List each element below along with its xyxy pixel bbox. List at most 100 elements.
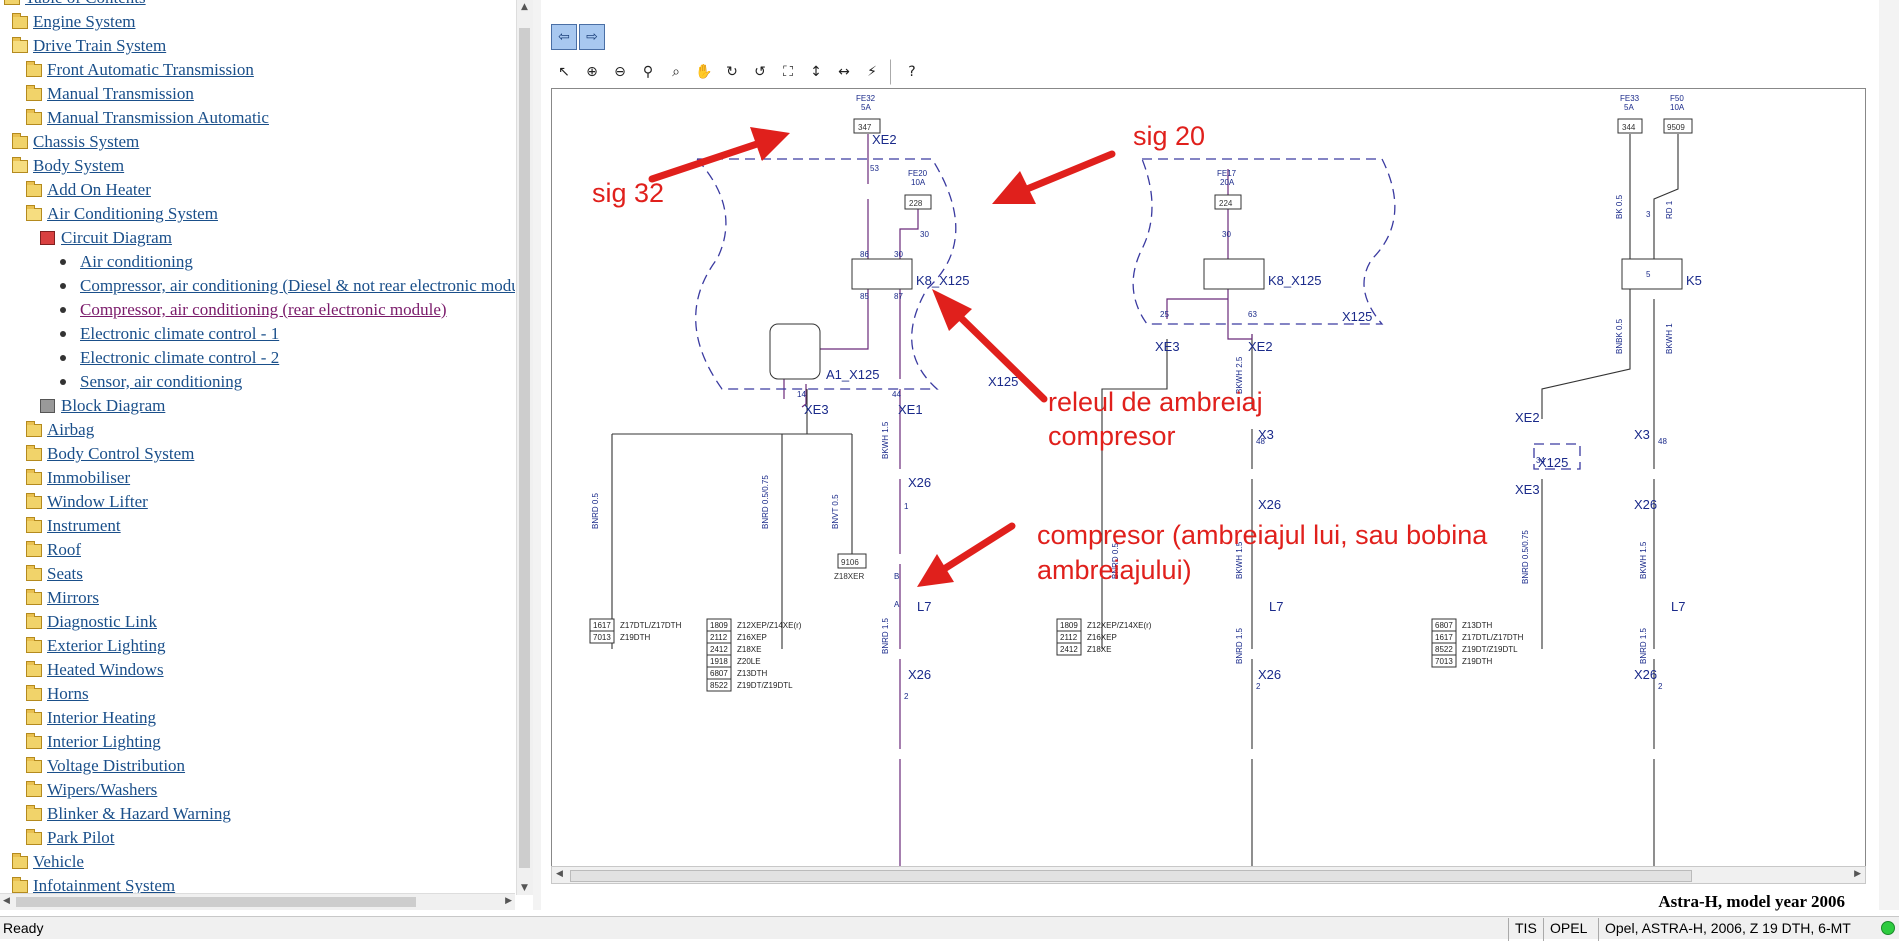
tree-item-label[interactable]: Park Pilot [47, 828, 115, 847]
tree-item-label[interactable]: Body Control System [47, 444, 195, 463]
zoom-out-tool-button[interactable]: ⊖ [607, 59, 633, 85]
forward-button[interactable]: ⇨ [579, 24, 605, 50]
tree-item-label[interactable]: Air Conditioning System [47, 204, 218, 223]
tree-item[interactable]: Heated Windows [26, 658, 164, 682]
tree-item-label[interactable]: Interior Heating [47, 708, 157, 727]
tree-item-label[interactable]: Instrument [47, 516, 121, 535]
tree-item-label[interactable]: Mirrors [47, 588, 99, 607]
tree-item-label[interactable]: Blinker & Hazard Warning [47, 804, 231, 823]
fit-page-tool-button[interactable]: ⛶ [775, 59, 801, 85]
tree-item-label[interactable]: Electronic climate control - 2 [80, 348, 280, 367]
tree-item[interactable]: Wipers/Washers [26, 778, 157, 802]
tree-item-label[interactable]: Horns [47, 684, 89, 703]
tree-item-label[interactable]: Table of Contents [25, 0, 146, 8]
fit-width-tool-button[interactable]: ↔ [831, 59, 857, 85]
tree-item-label[interactable]: Voltage Distribution [47, 756, 186, 775]
diagram-hscroll-thumb[interactable] [570, 870, 1692, 882]
diagram-horizontal-scrollbar[interactable]: ◀ ▶ [551, 866, 1866, 884]
tree-item[interactable]: Electronic climate control - 2 [56, 346, 279, 370]
tree-item-label[interactable]: Engine System [33, 12, 136, 31]
tree-item-label[interactable]: Electronic climate control - 1 [80, 324, 280, 343]
zoom-tool-button[interactable]: ⚲ [635, 59, 661, 85]
tree-item-label[interactable]: Circuit Diagram [61, 228, 172, 247]
tree-item-label[interactable]: Body System [33, 156, 125, 175]
tree-hscroll-thumb[interactable] [16, 897, 416, 907]
tree-item-label[interactable]: Manual Transmission [47, 84, 194, 103]
tree-item[interactable]: Immobiliser [26, 466, 130, 490]
tree-item-label[interactable]: Seats [47, 564, 83, 583]
tree-item[interactable]: Front Automatic Transmission [26, 58, 254, 82]
tree-item[interactable]: Body Control System [26, 442, 194, 466]
tree-item[interactable]: Electronic climate control - 1 [56, 322, 279, 346]
fit-height-tool-button[interactable]: ↕ [803, 59, 829, 85]
tree-item[interactable]: Manual Transmission Automatic [26, 106, 269, 130]
tree-item[interactable]: Block Diagram [40, 394, 165, 418]
help-tool-button[interactable]: ? [899, 59, 925, 85]
tree-item[interactable]: Instrument [26, 514, 121, 538]
tree-item-label[interactable]: Chassis System [33, 132, 140, 151]
diagram-scroll-right-icon[interactable]: ▶ [1854, 869, 1861, 879]
tree-item[interactable]: Chassis System [12, 130, 139, 154]
tree-item-label[interactable]: Add On Heater [47, 180, 151, 199]
tree-item-label[interactable]: Wipers/Washers [47, 780, 158, 799]
tree-item[interactable]: Engine System [12, 10, 135, 34]
tree-item[interactable]: Seats [26, 562, 83, 586]
tree-item[interactable]: Airbag [26, 418, 94, 442]
tree-item[interactable]: Add On Heater [26, 178, 151, 202]
tree-item[interactable]: Park Pilot [26, 826, 115, 850]
tree-item-label[interactable]: Airbag [47, 420, 95, 439]
tree-item[interactable]: Compressor, air conditioning (Diesel & n… [56, 274, 515, 298]
tree-item[interactable]: Mirrors [26, 586, 99, 610]
tree-item-label[interactable]: Exterior Lighting [47, 636, 166, 655]
tree-item-label[interactable]: Front Automatic Transmission [47, 60, 254, 79]
tree-item[interactable]: Compressor, air conditioning (rear elect… [56, 298, 447, 322]
tree-item[interactable]: Air Conditioning System [26, 202, 218, 226]
back-button[interactable]: ⇦ [551, 24, 577, 50]
tree-item-label[interactable]: Vehicle [33, 852, 84, 871]
zoom-in-tool-button[interactable]: ⊕ [579, 59, 605, 85]
tree-vertical-scrollbar[interactable]: ▲ ▼ [516, 0, 533, 895]
scroll-up-arrow-icon[interactable]: ▲ [521, 2, 528, 12]
rotate-right-tool-button[interactable]: ↻ [719, 59, 745, 85]
rotate-left-tool-button[interactable]: ↺ [747, 59, 773, 85]
right-edge-scrollbar[interactable] [1879, 0, 1899, 910]
tree-item-label[interactable]: Interior Lighting [47, 732, 161, 751]
tree-item[interactable]: Sensor, air conditioning [56, 370, 242, 394]
tree-item[interactable]: Diagnostic Link [26, 610, 157, 634]
tree-item-label[interactable]: Manual Transmission Automatic [47, 108, 269, 127]
tree-item[interactable]: Vehicle [12, 850, 84, 874]
tree-item[interactable]: Roof [26, 538, 81, 562]
tree-item[interactable]: Infotainment System [12, 874, 175, 895]
tree-item-label[interactable]: Drive Train System [33, 36, 167, 55]
tree-item-label[interactable]: Roof [47, 540, 81, 559]
tree-item-label[interactable]: Air conditioning [80, 252, 193, 271]
signal-tool-button[interactable]: ⚡ [859, 59, 885, 85]
tree-item[interactable]: Circuit Diagram [40, 226, 172, 250]
tree-horizontal-scrollbar[interactable]: ◀ ▶ [0, 893, 515, 910]
tree-item[interactable]: Interior Lighting [26, 730, 161, 754]
tree-item-label[interactable]: Window Lifter [47, 492, 148, 511]
tree-item[interactable]: Air conditioning [56, 250, 193, 274]
tree-item[interactable]: Interior Heating [26, 706, 156, 730]
tree-item[interactable]: Blinker & Hazard Warning [26, 802, 231, 826]
tree-item-label[interactable]: Compressor, air conditioning (rear elect… [80, 300, 447, 319]
pane-splitter[interactable] [533, 0, 541, 910]
diagram-scroll-left-icon[interactable]: ◀ [556, 869, 563, 879]
tree-item[interactable]: Voltage Distribution [26, 754, 185, 778]
tree-item[interactable]: Body System [12, 154, 124, 178]
tree-item-label[interactable]: Infotainment System [33, 876, 176, 895]
scroll-right-arrow-icon[interactable]: ▶ [505, 896, 512, 906]
tree-item-label[interactable]: Sensor, air conditioning [80, 372, 243, 391]
circuit-diagram-canvas[interactable]: FE32 5A 347 FE20 10A 228 FE17 20A 224 FE… [551, 88, 1866, 867]
select-tool-button[interactable]: ↖ [551, 59, 577, 85]
tree-item[interactable]: Manual Transmission [26, 82, 194, 106]
tree-item-label[interactable]: Compressor, air conditioning (Diesel & n… [80, 276, 515, 295]
tree-item[interactable]: Window Lifter [26, 490, 148, 514]
scroll-left-arrow-icon[interactable]: ◀ [3, 896, 10, 906]
tree-item-label[interactable]: Diagnostic Link [47, 612, 158, 631]
pan-tool-button[interactable]: ✋ [691, 59, 717, 85]
zoom-area-tool-button[interactable]: ⌕ [663, 59, 689, 85]
tree-item[interactable]: Exterior Lighting [26, 634, 166, 658]
scroll-down-arrow-icon[interactable]: ▼ [521, 883, 528, 893]
tree-item-label[interactable]: Block Diagram [61, 396, 166, 415]
